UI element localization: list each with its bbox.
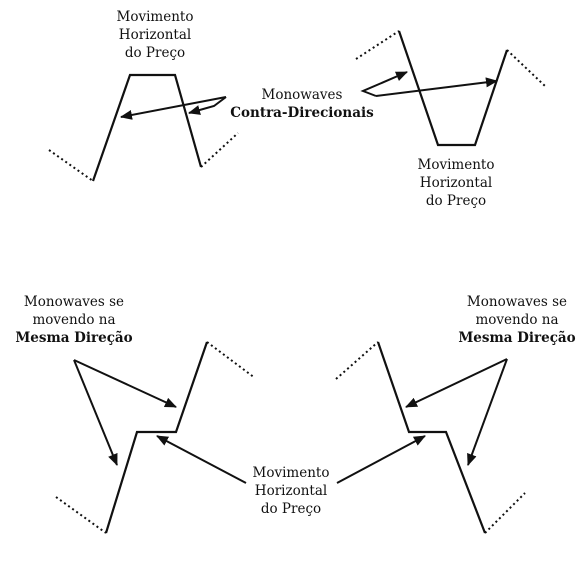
top-left-dotted-start	[48, 149, 94, 182]
bottom-center-horizontal-line1: Movimento	[252, 465, 330, 481]
top-right-horizontal-line3: do Preço	[425, 193, 487, 209]
arrow-to-left-up-leg	[120, 96, 227, 120]
contra-direcionais-label: Monowaves Contra-Direcionais	[222, 86, 382, 122]
arrow-bc-to-left-flat	[156, 435, 247, 484]
arrow-bc-to-right-flat	[336, 435, 426, 484]
top-right-wave	[355, 30, 546, 147]
top-left-wave-line	[91, 73, 203, 182]
bottom-right-dotted-end	[484, 492, 526, 534]
bottom-left-dotted-end	[206, 341, 256, 379]
contra-direcionais-text: Contra-Direcionais	[230, 105, 374, 121]
top-right-horizontal-line1: Movimento	[417, 157, 495, 173]
bottom-center-horizontal-line3: do Preço	[260, 501, 322, 517]
arrow-to-left-down-leg	[188, 96, 227, 115]
top-left-dotted-end	[200, 132, 239, 168]
arrow-br-to-upper-leg	[405, 358, 508, 408]
top-left-horizontal-label: Movimento Horizontal do Preço	[105, 8, 205, 62]
top-right-dotted-end	[506, 49, 546, 87]
bottom-center-horizontal-label: Movimento Horizontal do Preço	[241, 464, 341, 518]
bottom-left-same-line1: Monowaves se	[23, 294, 125, 310]
arrow-bl-to-lower-leg	[73, 359, 118, 466]
top-arrows	[120, 71, 498, 120]
bottom-left-wave	[55, 341, 256, 534]
arrow-bl-to-upper-leg	[73, 359, 177, 408]
bottom-center-horizontal-line2: Horizontal	[254, 483, 328, 499]
bottom-right-same-direction-label: Monowaves se movendo na Mesma Direção	[451, 293, 583, 347]
arrow-to-right-up-leg	[375, 77, 498, 97]
bottom-arrows	[73, 358, 508, 484]
bottom-left-same-bold: Mesma Direção	[15, 330, 133, 346]
top-right-dotted-start	[355, 30, 400, 60]
bottom-left-dotted-start	[55, 496, 107, 534]
bottom-left-same-line2: movendo na	[32, 312, 116, 328]
top-right-horizontal-line2: Horizontal	[419, 175, 493, 191]
contra-monowaves-text: Monowaves	[261, 87, 343, 103]
top-left-horizontal-line1: Movimento	[116, 9, 194, 25]
arrow-br-to-lower-leg	[467, 358, 508, 466]
arrow-to-right-down-leg	[360, 71, 408, 97]
bottom-right-wave	[335, 341, 526, 534]
top-left-horizontal-line2: Horizontal	[118, 27, 192, 43]
bottom-left-same-direction-label: Monowaves se movendo na Mesma Direção	[4, 293, 144, 347]
top-left-horizontal-line3: do Preço	[124, 45, 186, 61]
bottom-right-wave-line	[376, 341, 487, 534]
bottom-right-dotted-start	[335, 341, 379, 380]
bottom-right-same-line2: movendo na	[475, 312, 559, 328]
bottom-right-same-bold: Mesma Direção	[458, 330, 576, 346]
top-right-wave-line	[397, 30, 509, 147]
bottom-left-wave-line	[104, 341, 209, 534]
top-right-horizontal-label: Movimento Horizontal do Preço	[406, 156, 506, 210]
top-left-wave	[48, 73, 239, 182]
bottom-right-same-line1: Monowaves se	[466, 294, 568, 310]
